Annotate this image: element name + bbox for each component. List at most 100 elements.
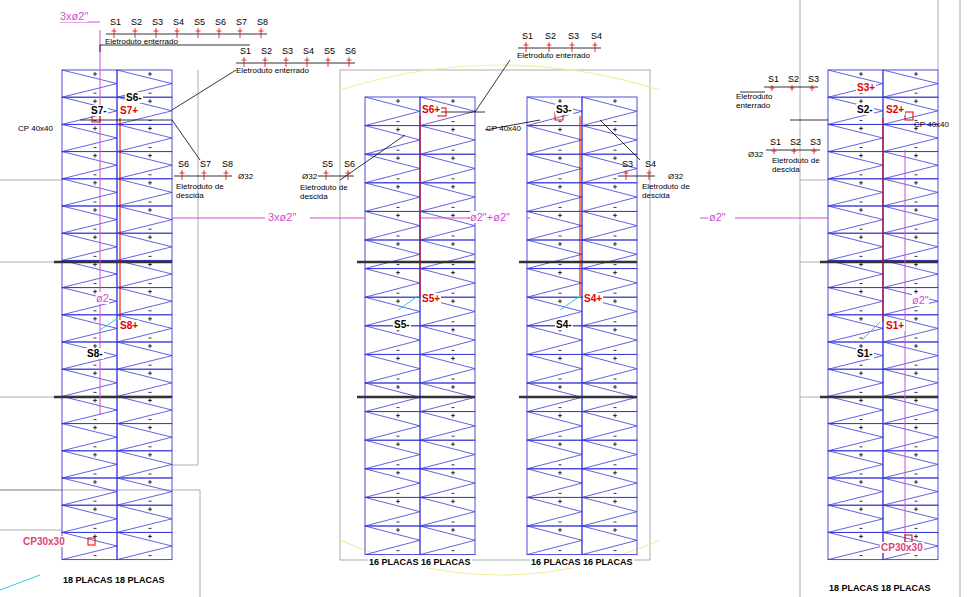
- panel-hatch: [883, 179, 938, 206]
- line: [547, 45, 552, 46]
- line: [526, 42, 527, 52]
- panel-hatch: [62, 124, 117, 151]
- line: [150, 181, 151, 185]
- line: [860, 501, 863, 502]
- solar-panel: [883, 478, 938, 505]
- line: [615, 414, 616, 418]
- line: [560, 185, 561, 189]
- line: [861, 534, 862, 538]
- drawing-note: S7: [236, 17, 247, 27]
- line: [905, 150, 906, 545]
- line: [398, 296, 418, 310]
- line: [916, 181, 917, 185]
- line: [182, 170, 183, 180]
- panel-hatch: [117, 478, 172, 505]
- line: [398, 299, 399, 303]
- line: [916, 398, 917, 402]
- panel-hatch: [828, 260, 883, 287]
- line: [916, 507, 917, 511]
- line: [524, 45, 529, 46]
- line: [549, 42, 550, 52]
- line: [615, 99, 616, 103]
- line: [398, 185, 399, 189]
- panel-hatch: [62, 478, 117, 505]
- line: [397, 121, 400, 122]
- line: [560, 442, 561, 446]
- line: [94, 392, 97, 393]
- line: [614, 178, 617, 179]
- line: [95, 453, 96, 457]
- panel-hatch: [62, 342, 117, 369]
- line: [700, 218, 708, 219]
- line: [916, 453, 917, 457]
- roof-outline: [340, 70, 650, 560]
- line: [915, 174, 918, 175]
- line: [452, 493, 455, 494]
- line: [614, 379, 617, 380]
- panel-hatch: [117, 179, 172, 206]
- panel-hatch: [117, 342, 172, 369]
- panel-hatch: [420, 469, 475, 498]
- line: [150, 72, 151, 76]
- line: [440, 112, 485, 113]
- panel-hatch: [527, 240, 582, 269]
- line: [860, 365, 863, 366]
- solar-panel: [582, 326, 637, 355]
- inspection-box: [905, 112, 913, 120]
- panel-hatch: [117, 152, 172, 179]
- string-terminal: S4+: [583, 293, 603, 304]
- drawing-note: S2: [131, 17, 142, 27]
- solar-panel: [365, 354, 420, 383]
- line: [452, 350, 455, 351]
- panel-hatch: [365, 211, 420, 240]
- solar-panel: [117, 315, 172, 342]
- panel-hatch: [365, 183, 420, 212]
- panel-hatch: [365, 412, 420, 441]
- solar-panel: [117, 288, 172, 315]
- panel-hatch: [365, 440, 420, 469]
- panel-hatch: [62, 152, 117, 179]
- line: [915, 147, 918, 148]
- line: [452, 550, 455, 551]
- line: [0, 575, 40, 590]
- line: [861, 371, 862, 375]
- panel-hatch: [527, 412, 582, 441]
- solar-panel: [582, 154, 637, 183]
- line: [94, 174, 97, 175]
- line: [615, 528, 616, 532]
- solar-panel: [365, 240, 420, 269]
- panel-hatch: [883, 369, 938, 396]
- line: [149, 501, 152, 502]
- line: [397, 493, 400, 494]
- line: [820, 396, 938, 399]
- panel-hatch: [420, 326, 475, 355]
- solar-panel: [828, 206, 883, 233]
- solar-panel: [62, 342, 117, 369]
- string-terminal: S8-: [86, 348, 104, 359]
- line: [916, 208, 917, 212]
- line: [614, 264, 617, 265]
- line: [772, 151, 777, 152]
- line: [916, 290, 917, 294]
- drawing-note: S3: [622, 159, 633, 169]
- line: [916, 371, 917, 375]
- line: [112, 31, 117, 32]
- panel-hatch: [883, 288, 938, 315]
- line: [397, 236, 400, 237]
- panel-hatch: [365, 97, 420, 126]
- line: [452, 464, 455, 465]
- solar-panel: [62, 451, 117, 478]
- line: [318, 176, 354, 177]
- solar-panel: [117, 396, 172, 423]
- solar-panel: [828, 233, 883, 260]
- line: [735, 218, 828, 219]
- panel-hatch: [117, 451, 172, 478]
- line: [595, 42, 596, 52]
- line: [519, 396, 637, 399]
- array-caption: 18 PLACAS 18 PLACAS: [62, 575, 166, 586]
- panel-hatch: [883, 424, 938, 451]
- solar-panel: [527, 497, 582, 526]
- drawing-note: Eletroduto enterrado: [736, 92, 776, 110]
- solar-panel: [420, 126, 475, 155]
- line: [916, 317, 917, 321]
